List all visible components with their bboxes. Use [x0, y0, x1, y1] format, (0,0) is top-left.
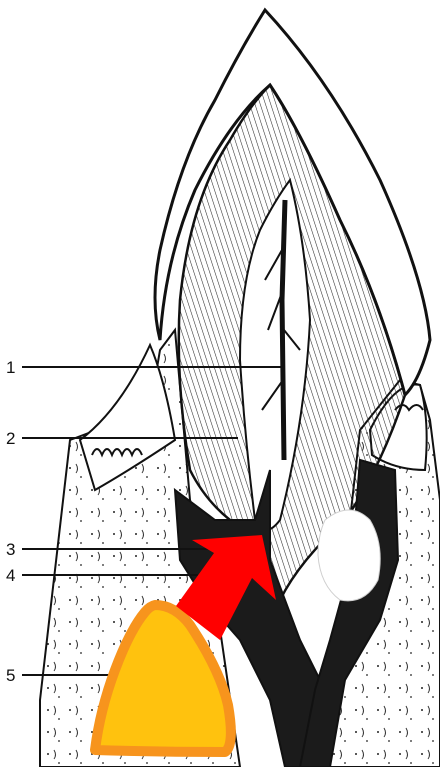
label-5: 5	[6, 666, 15, 685]
label-4: 4	[6, 566, 15, 585]
label-1: 1	[6, 358, 15, 377]
label-2: 2	[6, 429, 15, 448]
label-3: 3	[6, 540, 15, 559]
white-lesion	[318, 510, 380, 601]
